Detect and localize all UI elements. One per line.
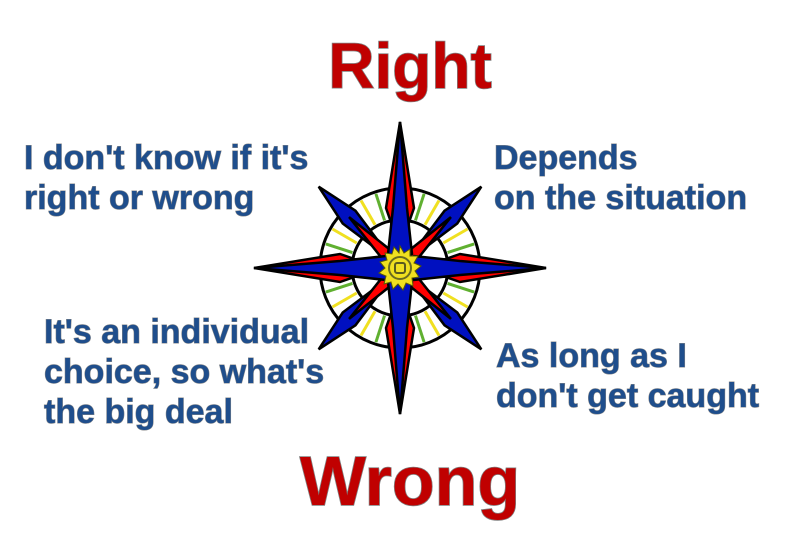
label-line: on the situation (493, 179, 748, 218)
label-line: the big deal (43, 393, 233, 432)
label-top-left: I don't know if it's right or wrong (23, 138, 309, 218)
label-line: Depends (493, 139, 638, 178)
label-top-right: Depends on the situation (493, 138, 748, 218)
right-heading: Right (328, 30, 493, 102)
label-bottom-right: As long as I don't get caught (495, 336, 760, 416)
wrong-heading: Wrong (299, 442, 521, 520)
label-line: As long as I (495, 337, 687, 376)
label-line: It's an individual (43, 313, 310, 352)
label-line: choice, so what's (43, 353, 325, 392)
label-line: I don't know if it's (23, 139, 309, 178)
label-line: don't get caught (495, 377, 760, 416)
label-bottom-left: It's an individual choice, so what's the… (43, 312, 325, 432)
label-line: right or wrong (23, 179, 255, 218)
